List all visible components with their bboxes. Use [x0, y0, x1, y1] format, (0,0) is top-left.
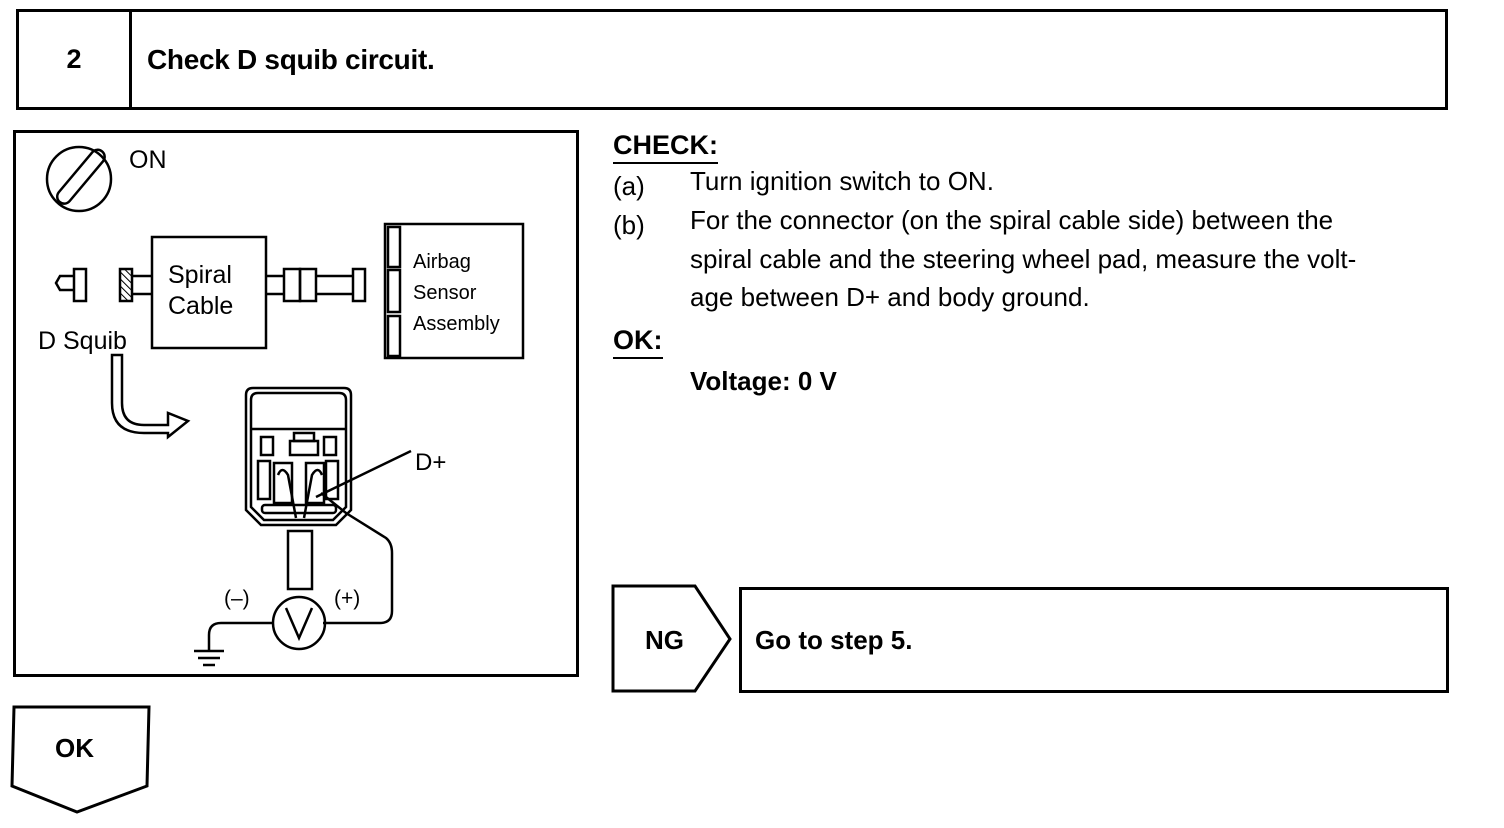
step-b-text: For the connector (on the spiral cable s… — [690, 205, 1357, 312]
d-plus-leader — [315, 449, 412, 499]
connector-face-icon — [244, 386, 353, 591]
ng-action-text: Go to step 5. — [755, 624, 913, 655]
ng-label: NG — [645, 625, 684, 655]
ok-heading: OK: — [613, 325, 663, 359]
airbag-label-1: Airbag — [413, 251, 471, 273]
airbag-label-2: Sensor — [413, 282, 477, 304]
diagram-drawing — [45, 145, 525, 667]
ok-label: OK — [55, 733, 94, 763]
minus-label: (–) — [224, 587, 250, 610]
step-a-text: Turn ignition switch to ON. — [690, 166, 994, 196]
wiring-diagram: ON Spiral Cable Airbag Sensor Assembly D… — [13, 130, 579, 677]
negative-lead — [207, 621, 273, 651]
ng-tag-shape — [611, 584, 732, 693]
ignition-on-label: ON — [129, 146, 167, 174]
arrow-icon — [110, 353, 191, 440]
step-a-label: (a) — [613, 171, 645, 201]
step-header: 2 Check D squib circuit. — [16, 9, 1448, 110]
step-title: Check D squib circuit. — [147, 43, 435, 75]
ok-spec-value: Voltage: 0 V — [690, 366, 837, 396]
squib-connector-icon — [54, 267, 152, 303]
airbag-label-3: Assembly — [413, 313, 500, 335]
check-heading: CHECK: — [613, 130, 718, 164]
voltmeter-icon — [271, 595, 327, 651]
d-squib-label: D Squib — [38, 327, 127, 355]
spiral-cable-label-1: Spiral — [168, 261, 232, 289]
ng-action-box: Go to step 5. — [739, 587, 1449, 693]
ok-tag-shape — [10, 705, 151, 814]
spiral-cable-box — [150, 235, 268, 350]
step-number: 2 — [19, 12, 132, 107]
positive-lead — [320, 492, 394, 625]
plus-label: (+) — [334, 587, 361, 610]
ignition-switch-icon — [45, 145, 113, 213]
step-b-label: (b) — [613, 210, 645, 240]
airbag-sensor-box — [383, 222, 525, 360]
d-plus-label: D+ — [415, 449, 447, 476]
ground-icon — [194, 649, 224, 667]
spiral-cable-label-2: Cable — [168, 292, 234, 320]
sensor-connector-icon — [266, 267, 367, 303]
